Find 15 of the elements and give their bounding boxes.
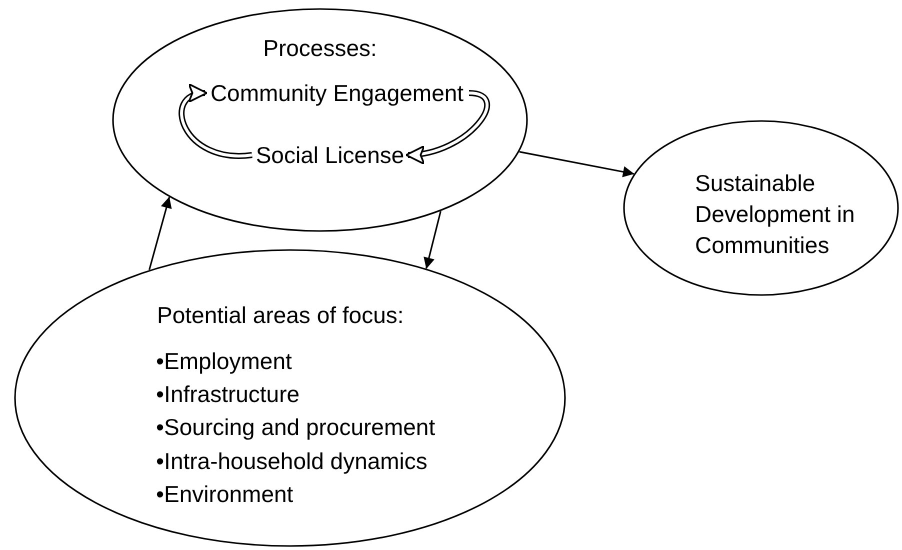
arrow [519, 151, 634, 178]
node-label: Sustainable Development in Communities [695, 169, 856, 260]
bullet-item: •Intra-household dynamics [156, 446, 428, 476]
arrow [148, 196, 172, 270]
heading: Processes: [262, 34, 378, 62]
bullet-item: •Sourcing and procurement [156, 413, 436, 442]
bullet-item: •Environment [156, 480, 294, 509]
bullet-item: •Infrastructure [156, 380, 301, 410]
process-label: Social License [252, 140, 408, 170]
cycle-arrow [178, 85, 252, 159]
arrow [424, 211, 442, 269]
bullet-item: •Employment [156, 347, 293, 376]
process-label: Community Engagement [205, 78, 469, 108]
heading: Potential areas of focus: [157, 301, 405, 329]
cycle-arrow [405, 90, 490, 164]
